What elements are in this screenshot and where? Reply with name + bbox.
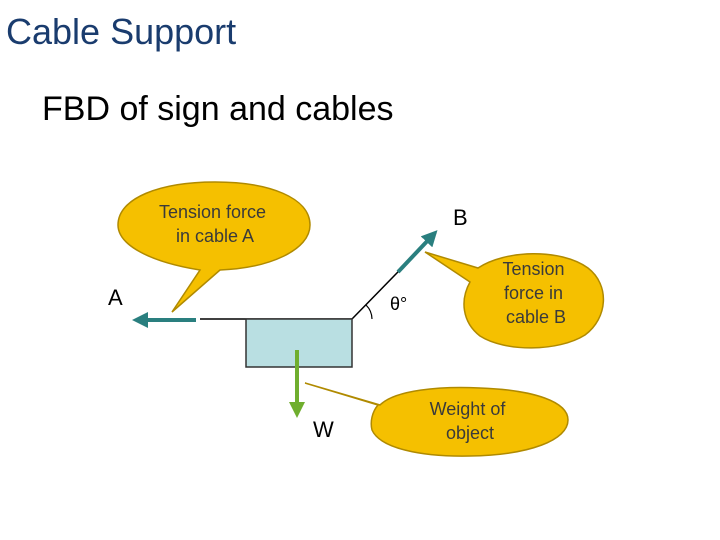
callout-tension-a-bubble [117, 181, 311, 313]
force-arrow-b [396, 230, 438, 274]
label-theta: θ° [390, 294, 407, 314]
slide-title: Cable Support [6, 11, 237, 52]
callout-tension-a-line-1: Tension force [159, 202, 266, 222]
callout-weight-text: Weight of object [430, 399, 511, 443]
callout-tension-a-line-2: in cable A [176, 226, 254, 246]
callout-tension-b-bubble [424, 251, 605, 349]
callout-tension-b-text: Tension force in cable B [502, 259, 569, 327]
label-a: A [108, 285, 123, 310]
callout-tension-b-line-2: force in [504, 283, 563, 303]
callout-tension-a-text: Tension force in cable A [159, 202, 271, 246]
label-b: B [453, 205, 468, 230]
slide-subtitle: FBD of sign and cables [42, 90, 394, 128]
callout-tension-b-line-3: cable B [506, 307, 566, 327]
callout-weight-bubble [304, 382, 569, 457]
theta-arc [365, 304, 373, 320]
callout-weight-line-1: Weight of [430, 399, 507, 419]
callout-weight-line-2: object [446, 423, 494, 443]
label-w: W [313, 417, 334, 442]
callout-tension-b-line-1: Tension [502, 259, 564, 279]
